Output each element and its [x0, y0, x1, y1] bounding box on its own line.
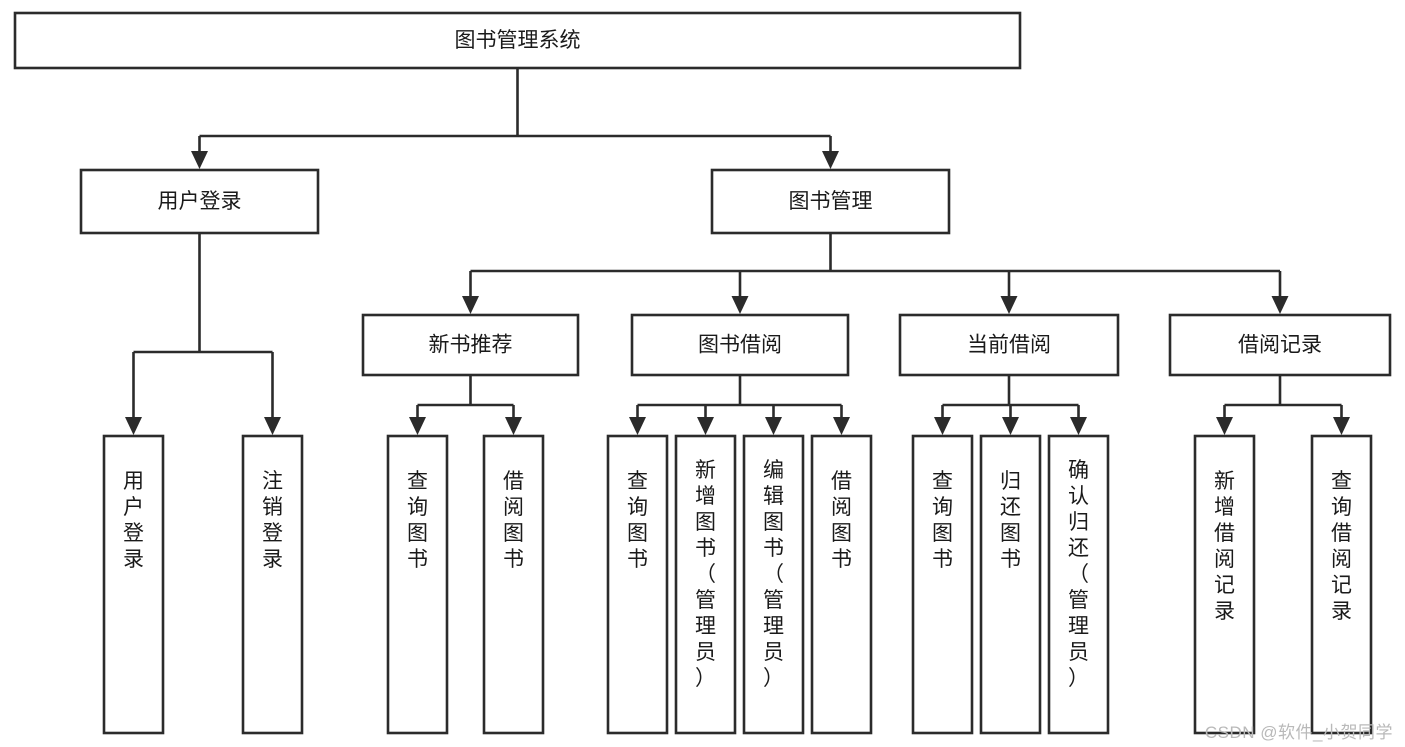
- node-label: 查询图书: [932, 470, 953, 571]
- level3-node-新书推荐[interactable]: 新书推荐: [361, 313, 580, 377]
- node-label: 借阅图书: [503, 470, 524, 571]
- leaf-node-新增图书管理员[interactable]: 新增图书（管理员）: [674, 434, 737, 735]
- node-label: 确认归还（管理员）: [1068, 459, 1089, 690]
- level2-node-用户登录[interactable]: 用户登录: [79, 168, 320, 235]
- node-box: [1310, 434, 1373, 735]
- leaf-node-查询图书[interactable]: 查询图书: [606, 434, 669, 735]
- node-box: [979, 434, 1042, 735]
- arrow-head-icon: [934, 417, 951, 435]
- leaf-node-确认归还管理员[interactable]: 确认归还（管理员）: [1047, 434, 1110, 735]
- node-box: [13, 11, 1022, 70]
- node-label: 借阅图书: [831, 470, 852, 571]
- node-label: 新书推荐: [429, 334, 513, 357]
- arrow-head-icon: [1333, 417, 1350, 435]
- arrow-head-icon: [765, 417, 782, 435]
- arrow-head-icon: [462, 296, 479, 314]
- node-box: [606, 434, 669, 735]
- node-label: 借阅记录: [1238, 334, 1322, 357]
- arrow-head-icon: [833, 417, 850, 435]
- connector-layer: [125, 68, 1350, 435]
- arrow-head-icon: [264, 417, 281, 435]
- leaf-node-查询图书[interactable]: 查询图书: [386, 434, 449, 735]
- leaf-node-查询借阅记录[interactable]: 查询借阅记录: [1310, 434, 1373, 735]
- node-label: 当前借阅: [967, 334, 1051, 357]
- arrow-head-icon: [1271, 296, 1289, 314]
- node-label: 图书管理系统: [455, 29, 581, 52]
- level2-node-图书管理[interactable]: 图书管理: [710, 168, 951, 235]
- node-label: 编辑图书（管理员）: [763, 459, 784, 690]
- node-box: [742, 434, 805, 735]
- node-box: [710, 168, 951, 235]
- node-label: 注销登录: [262, 470, 283, 571]
- node-label: 新增图书（管理员）: [695, 459, 716, 690]
- leaf-node-注销登录[interactable]: 注销登录: [241, 434, 304, 735]
- leaf-node-借阅图书[interactable]: 借阅图书: [482, 434, 545, 735]
- level3-node-借阅记录[interactable]: 借阅记录: [1168, 313, 1392, 377]
- node-label: 用户登录: [158, 190, 242, 213]
- node-box: [674, 434, 737, 735]
- node-label: 图书借阅: [698, 334, 782, 357]
- root-node-图书管理系统[interactable]: 图书管理系统: [13, 11, 1022, 70]
- node-label: 新增借阅记录: [1214, 470, 1235, 623]
- node-box: [1193, 434, 1256, 735]
- arrow-head-icon: [1216, 417, 1233, 435]
- arrow-head-icon: [125, 417, 142, 435]
- arrow-head-icon: [1070, 417, 1087, 435]
- node-box: [1047, 434, 1110, 735]
- level3-node-当前借阅[interactable]: 当前借阅: [898, 313, 1120, 377]
- arrow-head-icon: [1002, 417, 1019, 435]
- node-label: 归还图书: [1000, 470, 1021, 571]
- leaf-node-归还图书[interactable]: 归还图书: [979, 434, 1042, 735]
- leaf-node-借阅图书[interactable]: 借阅图书: [810, 434, 873, 735]
- node-box: [241, 434, 304, 735]
- node-label: 查询借阅记录: [1331, 470, 1352, 623]
- arrow-head-icon: [822, 151, 839, 169]
- node-box: [630, 313, 850, 377]
- node-box: [911, 434, 974, 735]
- node-box: [386, 434, 449, 735]
- node-box: [361, 313, 580, 377]
- leaf-node-查询图书[interactable]: 查询图书: [911, 434, 974, 735]
- arrow-head-icon: [731, 296, 749, 314]
- node-box: [79, 168, 320, 235]
- leaf-node-用户登录[interactable]: 用户登录: [102, 434, 165, 735]
- leaf-node-新增借阅记录[interactable]: 新增借阅记录: [1193, 434, 1256, 735]
- level3-node-图书借阅[interactable]: 图书借阅: [630, 313, 850, 377]
- arrow-head-icon: [697, 417, 714, 435]
- arrow-head-icon: [191, 151, 208, 169]
- node-box: [1168, 313, 1392, 377]
- arrow-head-icon: [409, 417, 426, 435]
- leaf-node-编辑图书管理员[interactable]: 编辑图书（管理员）: [742, 434, 805, 735]
- node-box: [898, 313, 1120, 377]
- node-label: 图书管理: [789, 190, 873, 213]
- node-layer: 图书管理系统用户登录图书管理新书推荐图书借阅当前借阅借阅记录用户登录注销登录查询…: [13, 11, 1392, 735]
- node-box: [810, 434, 873, 735]
- node-label: 查询图书: [627, 470, 648, 571]
- node-box: [482, 434, 545, 735]
- node-label: 用户登录: [123, 470, 144, 571]
- node-box: [102, 434, 165, 735]
- arrow-head-icon: [505, 417, 522, 435]
- arrow-head-icon: [629, 417, 646, 435]
- arrow-head-icon: [1000, 296, 1018, 314]
- node-label: 查询图书: [407, 470, 428, 571]
